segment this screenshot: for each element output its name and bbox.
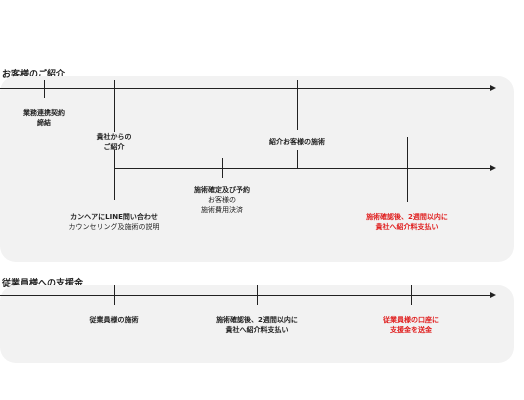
label-fee-payment-line2: 貴社へ紹介料支払い bbox=[375, 223, 439, 231]
label-transfer: 従業員様の口座に 支援金を送金 bbox=[383, 315, 439, 335]
tick-treatment bbox=[297, 80, 298, 130]
label-partnership-line1: 業務連携契約 bbox=[23, 109, 65, 117]
support-timeline-arrowhead bbox=[490, 292, 496, 298]
tick-support-fee-payment bbox=[257, 285, 258, 305]
label-reservation-title: 施術確定及び予約 bbox=[194, 186, 250, 194]
label-fee-payment: 施術確認後、2週間以内に 貴社へ紹介料支払い bbox=[366, 212, 448, 232]
section1-panel bbox=[0, 76, 514, 262]
label-treatment-text: 紹介お客様の施術 bbox=[269, 138, 325, 146]
branch-connector bbox=[114, 150, 115, 200]
tick-fee-payment bbox=[407, 137, 408, 202]
label-inquiry: カンヘアにLINE問い合わせ カウンセリング及施術の説明 bbox=[69, 212, 160, 232]
label-support-fee-payment: 施術確認後、2週間以内に 貴社へ紹介料支払い bbox=[216, 315, 298, 335]
label-employee-treatment-text: 従業員様の施術 bbox=[89, 316, 139, 324]
tick-reservation bbox=[222, 158, 223, 178]
main-timeline-arrowhead bbox=[490, 85, 496, 91]
label-referral: 貴社からの ご紹介 bbox=[97, 132, 132, 152]
main-timeline bbox=[0, 88, 490, 89]
label-reservation: 施術確定及び予約 お客様の 施術費用決済 bbox=[194, 185, 250, 215]
branch-timeline bbox=[114, 168, 490, 169]
label-partnership: 業務連携契約 締結 bbox=[23, 108, 65, 128]
tick-partnership bbox=[44, 80, 45, 98]
label-referral-line2: ご紹介 bbox=[103, 143, 125, 151]
label-transfer-line2: 支援金を送金 bbox=[390, 326, 432, 334]
section1-title: お客様のご紹介 bbox=[2, 70, 66, 80]
label-support-fee-payment-line1: 施術確認後、2週間以内に bbox=[216, 316, 298, 324]
label-transfer-line1: 従業員様の口座に bbox=[383, 316, 439, 324]
label-fee-payment-line1: 施術確認後、2週間以内に bbox=[366, 213, 448, 221]
section2-title: 従業員様への支援金 bbox=[2, 279, 84, 289]
label-treatment: 紹介お客様の施術 bbox=[269, 137, 325, 147]
tick-referral bbox=[114, 80, 115, 132]
label-inquiry-title: カンヘアにLINE問い合わせ bbox=[70, 213, 158, 221]
label-inquiry-sub: カウンセリング及施術の説明 bbox=[68, 223, 160, 231]
branch-timeline-arrowhead bbox=[490, 165, 496, 171]
label-employee-treatment: 従業員様の施術 bbox=[90, 315, 139, 325]
label-referral-line1: 貴社からの bbox=[96, 133, 132, 141]
tick-transfer bbox=[411, 285, 412, 305]
label-partnership-line2: 締結 bbox=[37, 119, 51, 127]
label-reservation-sub2: 施術費用決済 bbox=[201, 206, 243, 214]
tick-treatment-lower bbox=[297, 150, 298, 168]
support-timeline bbox=[0, 295, 490, 296]
label-reservation-sub1: お客様の bbox=[208, 196, 236, 204]
label-support-fee-payment-line2: 貴社へ紹介料支払い bbox=[225, 326, 289, 334]
tick-employee-treatment bbox=[114, 285, 115, 305]
